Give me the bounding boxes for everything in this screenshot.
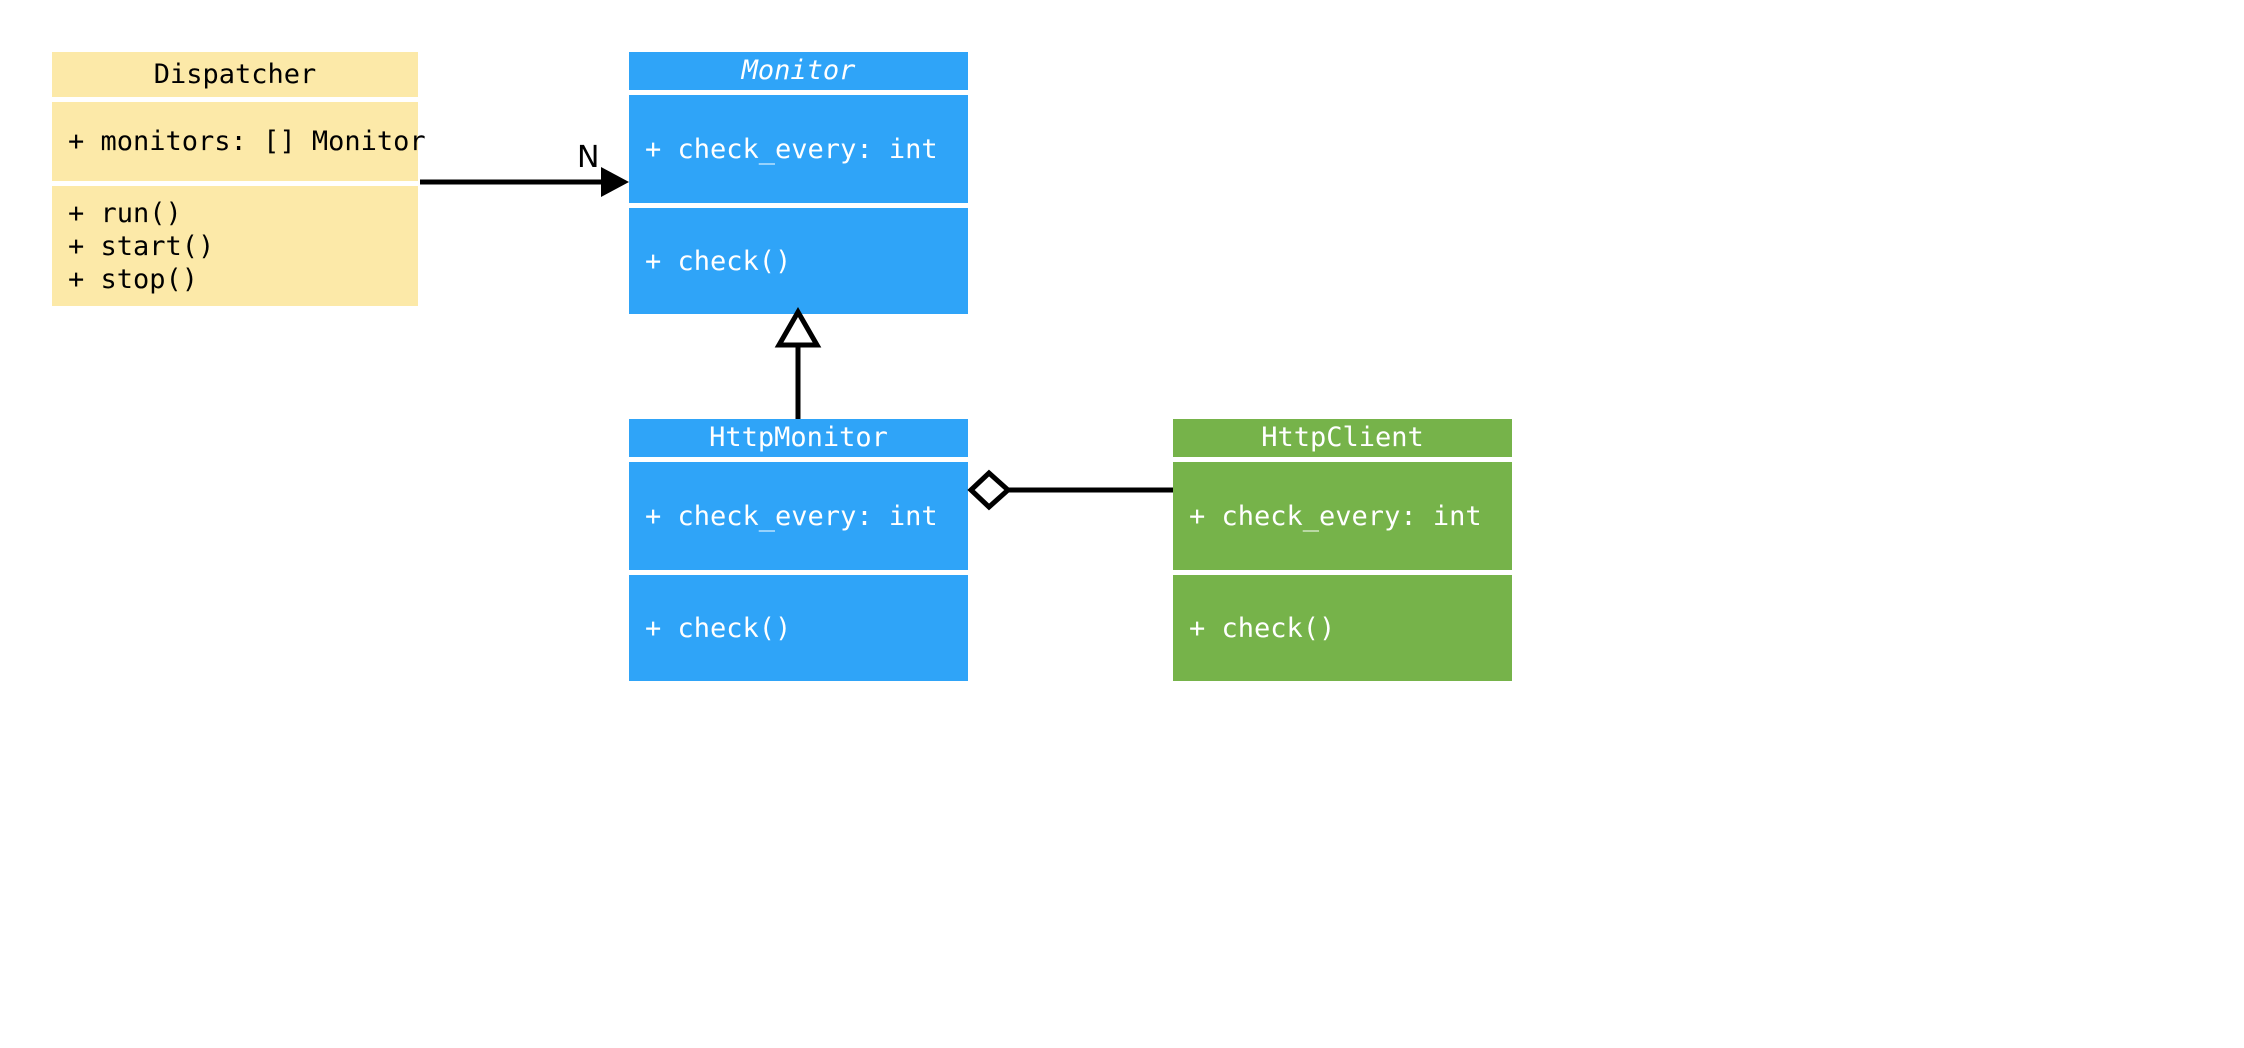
filled-arrowhead-icon (601, 167, 629, 197)
hollow-diamond-icon (967, 469, 1012, 511)
class-methods-compartment-httpmonitor: + check() (629, 575, 968, 681)
class-method: + check() (645, 612, 792, 644)
class-title-monitor: Monitor (741, 55, 856, 87)
class-title-compartment-httpclient: HttpClient (1173, 419, 1512, 457)
class-attributes-compartment-dispatcher: + monitors: [] Monitor (52, 102, 426, 181)
hollow-triangle-arrowhead-icon (774, 306, 822, 348)
class-method: + start() (68, 230, 215, 262)
class-box-monitor[interactable]: Monitor + check_every: int + check() (629, 52, 968, 314)
class-attributes-compartment-httpclient: + check_every: int (1173, 462, 1512, 570)
relation-httpmonitor-to-httpclient (967, 469, 1173, 511)
class-method: + run() (68, 197, 182, 229)
class-title-dispatcher: Dispatcher (153, 58, 317, 90)
class-title-compartment-httpmonitor: HttpMonitor (629, 419, 968, 457)
class-title-httpmonitor: HttpMonitor (709, 422, 888, 454)
class-title-httpclient: HttpClient (1261, 422, 1424, 454)
class-methods-compartment-httpclient: + check() (1173, 575, 1512, 681)
class-methods-compartment-dispatcher: + run() + start() + stop() (52, 186, 418, 306)
class-method: + check() (1189, 612, 1336, 644)
class-attribute: + check_every: int (1189, 500, 1482, 532)
class-attribute: + monitors: [] Monitor (68, 126, 426, 157)
class-title-compartment-monitor: Monitor (629, 52, 968, 90)
class-title-compartment-dispatcher: Dispatcher (52, 52, 418, 97)
relation-multiplicity-label-n: N (577, 140, 600, 175)
class-method: + check() (645, 245, 792, 277)
class-attribute: + check_every: int (645, 500, 938, 532)
class-attributes-compartment-monitor: + check_every: int (629, 95, 968, 203)
class-attribute: + check_every: int (645, 133, 938, 165)
class-box-httpclient[interactable]: HttpClient + check_every: int + check() (1173, 419, 1512, 681)
class-attributes-compartment-httpmonitor: + check_every: int (629, 462, 968, 570)
class-method: + stop() (68, 263, 199, 295)
class-box-httpmonitor[interactable]: HttpMonitor + check_every: int + check() (629, 419, 968, 681)
class-methods-compartment-monitor: + check() (629, 208, 968, 314)
class-box-dispatcher[interactable]: Dispatcher + monitors: [] Monitor + run(… (52, 52, 426, 306)
relation-httpmonitor-to-monitor (774, 306, 822, 419)
